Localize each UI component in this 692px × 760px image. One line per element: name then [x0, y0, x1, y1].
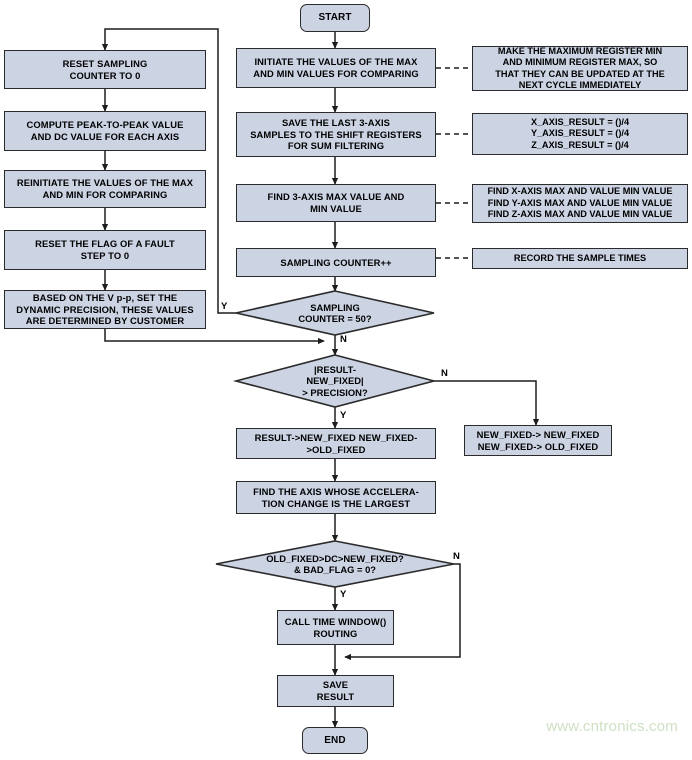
decision-result-precision: |RESULT- NEW_FIXED| > PRECISION? [232, 354, 438, 408]
node-reset-sampling-counter: RESET SAMPLING COUNTER TO 0 [4, 50, 206, 89]
node-set-dynamic-precision: BASED ON THE V p-p, SET THE DYNAMIC PREC… [4, 290, 206, 329]
node-start: START [300, 4, 370, 32]
note-find-axis-max-min: FIND X-AXIS MAX AND VALUE MIN VALUE FIND… [472, 184, 688, 223]
node-reset-fault-flag: RESET THE FLAG OF A FAULT STEP TO 0 [4, 230, 206, 270]
node-save-result: SAVE RESULT [277, 675, 394, 707]
note-record-sample-times: RECORD THE SAMPLE TIMES [472, 248, 688, 269]
node-result-to-new-fixed: RESULT->NEW_FIXED NEW_FIXED- >OLD_FIXED [236, 428, 436, 459]
note-make-max-min-register: MAKE THE MAXIMUM REGISTER MIN AND MINIMU… [472, 46, 688, 91]
node-new-fixed-old-fixed: NEW_FIXED-> NEW_FIXED NEW_FIXED-> OLD_FI… [464, 425, 612, 456]
node-find-3axis-max-min: FIND 3-AXIS MAX VALUE AND MIN VALUE [236, 184, 436, 222]
node-compute-peak-to-peak: COMPUTE PEAK-TO-PEAK VALUE AND DC VALUE … [4, 111, 206, 151]
edge-label-counter-yes: Y [221, 301, 228, 312]
node-end: END [302, 727, 368, 754]
node-find-axis-largest-change: FIND THE AXIS WHOSE ACCELERA- TION CHANG… [236, 481, 436, 514]
decision-old-fixed-dc-bad-flag: OLD_FIXED>DC>NEW_FIXED? & BAD_FLAG = 0? [215, 540, 455, 588]
edge-label-oldfixed-yes: Y [340, 589, 347, 600]
node-reinitiate-max-min: REINITIATE THE VALUES OF THE MAX AND MIN… [4, 170, 206, 208]
edge-label-oldfixed-no: N [453, 551, 460, 562]
edge-label-counter-no: N [340, 334, 347, 345]
node-initiate-max-min: INITIATE THE VALUES OF THE MAX AND MIN V… [236, 48, 436, 88]
decision-sampling-counter-50: SAMPLING COUNTER = 50? [235, 290, 435, 336]
watermark-cntronics: www.cntronics.com [546, 718, 678, 735]
edge-label-precision-yes: Y [340, 410, 347, 421]
node-sampling-counter-increment: SAMPLING COUNTER++ [236, 248, 436, 277]
edge-label-precision-no: N [441, 368, 448, 379]
note-axis-result-formula: X_AXIS_RESULT = ()/4 Y_AXIS_RESULT = ()/… [472, 113, 688, 155]
node-call-time-window: CALL TIME WINDOW() ROUTING [277, 610, 394, 645]
node-save-samples: SAVE THE LAST 3-AXIS SAMPLES TO THE SHIF… [236, 112, 436, 157]
